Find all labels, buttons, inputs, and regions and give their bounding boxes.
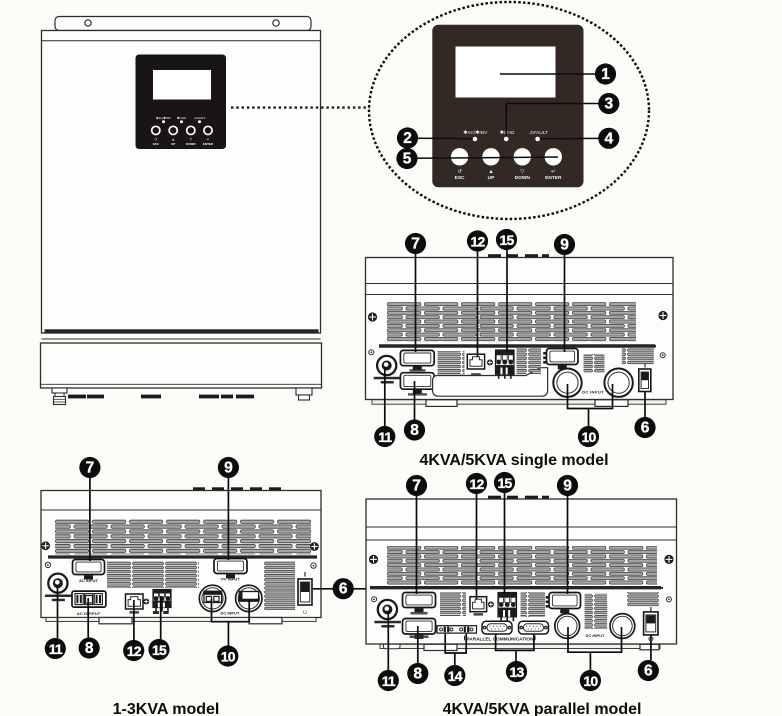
- svg-text:DC INPUT: DC INPUT: [221, 611, 240, 616]
- svg-text:⚠FAULT: ⚠FAULT: [529, 130, 548, 136]
- svg-text:2: 2: [403, 130, 412, 147]
- svg-text:4KVA/5KVA parallel model: 4KVA/5KVA parallel model: [443, 701, 642, 716]
- svg-text:11: 11: [378, 429, 392, 445]
- svg-text:7: 7: [411, 236, 420, 253]
- svg-text:5: 5: [403, 151, 412, 168]
- svg-text:10: 10: [221, 649, 236, 665]
- svg-text:ENTER: ENTER: [545, 175, 562, 181]
- svg-text:8: 8: [410, 422, 419, 439]
- svg-text:15: 15: [500, 232, 515, 248]
- svg-text:7: 7: [412, 478, 421, 495]
- svg-text:DOWN: DOWN: [186, 142, 196, 146]
- svg-text:9: 9: [224, 460, 233, 477]
- svg-text:⚠FAULT: ⚠FAULT: [194, 116, 206, 120]
- svg-text:PARALLEL COMMUNICATION: PARALLEL COMMUNICATION: [467, 636, 535, 641]
- svg-text:↵: ↵: [551, 169, 556, 175]
- svg-text:UP: UP: [171, 142, 175, 146]
- svg-text:11: 11: [49, 641, 63, 657]
- svg-text:DC INPUT: DC INPUT: [582, 390, 604, 395]
- svg-text:9: 9: [560, 237, 569, 254]
- svg-text:UP: UP: [488, 175, 495, 181]
- svg-text:1-3KVA model: 1-3KVA model: [113, 701, 220, 716]
- svg-text:ESC: ESC: [153, 142, 160, 146]
- svg-text:9: 9: [563, 478, 572, 495]
- svg-text:15: 15: [152, 642, 167, 658]
- svg-text:✱CHG: ✱CHG: [177, 116, 187, 120]
- svg-text:10: 10: [583, 673, 598, 689]
- svg-text:4KVA/5KVA single model: 4KVA/5KVA single model: [419, 452, 608, 469]
- svg-text:6: 6: [641, 420, 650, 437]
- svg-text:15: 15: [498, 475, 513, 491]
- svg-text:7: 7: [86, 460, 95, 477]
- svg-text:12: 12: [471, 234, 486, 250]
- svg-text:DC INPUT: DC INPUT: [586, 633, 605, 638]
- svg-text:6: 6: [339, 581, 348, 598]
- svg-text:10: 10: [582, 429, 597, 445]
- svg-text:11: 11: [382, 673, 396, 689]
- svg-text:⊔: ⊔: [303, 610, 307, 616]
- svg-text:↵: ↵: [207, 137, 210, 141]
- svg-text:13: 13: [510, 664, 525, 680]
- svg-text:ESC: ESC: [455, 175, 465, 181]
- svg-text:✱AC/✱INV: ✱AC/✱INV: [463, 130, 488, 136]
- svg-text:✱AC/✱INV: ✱AC/✱INV: [156, 116, 171, 120]
- svg-text:▽: ▽: [520, 169, 524, 175]
- svg-text:↺: ↺: [154, 137, 157, 141]
- svg-text:14: 14: [448, 668, 463, 684]
- svg-text:▲: ▲: [488, 169, 493, 175]
- svg-text:6: 6: [644, 663, 653, 680]
- svg-text:12: 12: [470, 476, 485, 492]
- svg-text:✱CHG: ✱CHG: [500, 130, 515, 136]
- svg-text:PV INPUT: PV INPUT: [221, 577, 240, 582]
- svg-text:8: 8: [413, 666, 422, 683]
- svg-text:3: 3: [604, 96, 613, 113]
- svg-text:1: 1: [601, 66, 610, 83]
- svg-text:AC INPUT: AC INPUT: [79, 578, 98, 583]
- svg-text:8: 8: [85, 640, 94, 657]
- svg-text:4: 4: [604, 130, 613, 147]
- svg-text:↺: ↺: [457, 169, 462, 175]
- svg-text:DOWN: DOWN: [515, 175, 531, 181]
- svg-text:▽: ▽: [189, 137, 192, 141]
- svg-text:ENTER: ENTER: [203, 142, 214, 146]
- svg-text:▲: ▲: [172, 137, 175, 141]
- svg-text:12: 12: [127, 643, 142, 659]
